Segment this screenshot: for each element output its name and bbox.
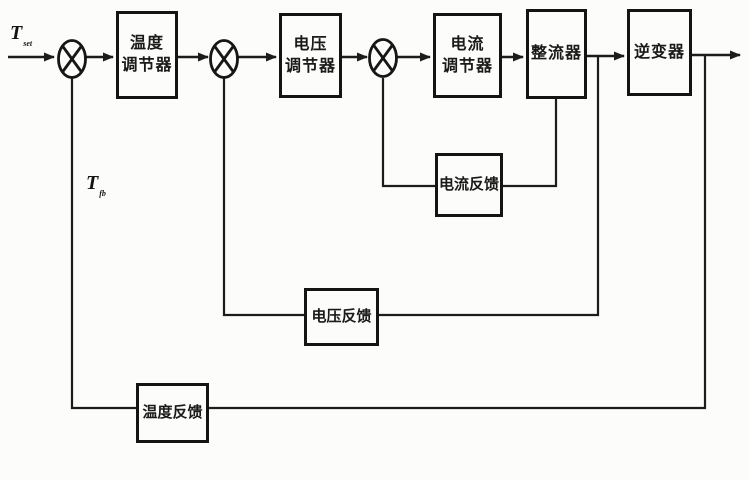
current-feedback-return-line — [381, 78, 435, 188]
temperature-feedback-tap-line — [209, 55, 707, 410]
feedback-signal-subscript: fb — [99, 189, 106, 198]
current-feedback-loop — [381, 78, 558, 188]
block-current-feedback: 电流反馈 — [435, 153, 503, 217]
temperature-feedback-loop — [70, 55, 707, 410]
block-inverter: 逆变器 — [627, 9, 692, 96]
sum-junction-voltage-icon — [209, 39, 239, 79]
block-rectifier: 整流器 — [526, 9, 587, 99]
forward-path-lines — [8, 50, 741, 62]
feedback-signal-label: Tfb — [86, 172, 106, 198]
current-feedback-tap-line — [503, 99, 558, 188]
block-temp-feedback: 温度反馈 — [136, 383, 209, 443]
block-voltage-feedback: 电压反馈 — [304, 288, 379, 346]
voltage-feedback-return-line — [222, 78, 304, 317]
input-signal-label: Tset — [10, 22, 33, 48]
input-signal-subscript: set — [23, 39, 33, 48]
temperature-feedback-return-line — [70, 78, 136, 410]
feedback-signal-symbol: T — [86, 172, 99, 194]
block-current-regulator: 电流 调节器 — [433, 13, 502, 98]
sum-junction-temperature-icon — [57, 39, 87, 79]
sum-junction-current-icon — [368, 38, 398, 78]
block-temp-regulator: 温度 调节器 — [116, 11, 178, 99]
voltage-feedback-loop — [222, 56, 600, 317]
input-signal-symbol: T — [10, 22, 23, 44]
summing-junctions — [57, 38, 398, 79]
voltage-feedback-tap-line — [379, 56, 600, 317]
block-voltage-regulator: 电压 调节器 — [279, 13, 342, 98]
